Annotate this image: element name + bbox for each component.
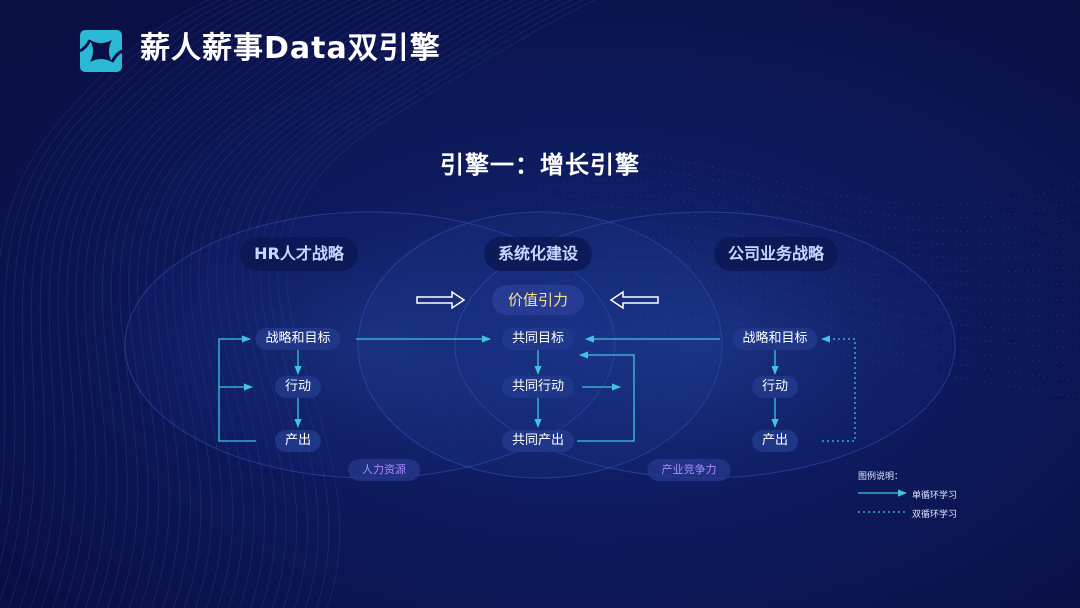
wave-line xyxy=(7,0,257,608)
brand-logo-icon xyxy=(79,30,123,72)
hollow-arrow-left xyxy=(609,290,659,310)
wave-line xyxy=(73,0,327,608)
center-feedback-loop xyxy=(577,351,635,442)
dotted-wave-line xyxy=(539,152,1080,206)
wave-line xyxy=(154,0,421,608)
center-node-output: 共同产出 xyxy=(501,430,575,452)
wave-line xyxy=(216,0,503,608)
dotted-wave-line xyxy=(539,234,1080,287)
right-section-title: 公司业务战略 xyxy=(713,237,839,271)
left-feedback-loop xyxy=(218,335,256,442)
wave-line xyxy=(62,0,315,608)
background-dotted-lines xyxy=(539,152,1080,398)
engine-subtitle: 引擎一：增长引擎 xyxy=(440,151,640,179)
legend-title: 图例说明： xyxy=(858,472,904,482)
right-node-strategy: 战略和目标 xyxy=(732,328,818,350)
wave-line xyxy=(128,0,386,608)
wave-line xyxy=(51,0,304,608)
wave-line xyxy=(172,0,444,608)
wave-line xyxy=(18,0,268,608)
wave-line xyxy=(163,0,432,608)
left-section-title: HR人才战略 xyxy=(240,237,358,271)
core-value-pill: 价值引力 xyxy=(491,285,585,315)
wave-line xyxy=(0,0,222,509)
left-tag-hr: 人力资源 xyxy=(348,459,420,481)
wave-line xyxy=(198,0,479,608)
center-section-title: 系统化建设 xyxy=(483,237,593,271)
right-node-output: 产出 xyxy=(751,430,799,452)
wave-line xyxy=(84,0,339,608)
wave-line xyxy=(106,0,362,608)
wave-line xyxy=(29,0,280,608)
center-node-action: 共同行动 xyxy=(501,376,575,398)
wave-line xyxy=(189,0,467,608)
legend-double-loop-label: 双循环学习 xyxy=(912,510,958,520)
dotted-wave-line xyxy=(539,179,1080,232)
legend-single-loop-label: 单循环学习 xyxy=(912,491,958,501)
wave-line xyxy=(0,0,210,260)
center-node-goal: 共同目标 xyxy=(501,328,575,350)
dotted-wave-line xyxy=(539,275,1080,332)
right-node-action: 行动 xyxy=(751,376,799,398)
wave-line xyxy=(95,0,350,608)
right-double-loop xyxy=(821,335,856,442)
dotted-wave-line xyxy=(539,207,1080,259)
wave-line xyxy=(0,0,245,603)
wave-line xyxy=(117,0,374,608)
wave-line xyxy=(145,0,409,608)
dotted-wave-line xyxy=(539,220,1080,273)
wave-line xyxy=(181,0,456,608)
left-node-output: 产出 xyxy=(274,430,322,452)
page-title: 薪人薪事Data双引擎 xyxy=(140,31,441,66)
left-node-strategy: 战略和目标 xyxy=(255,328,341,350)
hollow-arrow-right xyxy=(416,290,466,310)
wave-line xyxy=(0,0,233,566)
left-node-action: 行动 xyxy=(274,376,322,398)
right-tag-competitiveness: 产业竞争力 xyxy=(647,459,731,481)
wave-line xyxy=(207,0,491,608)
wave-line xyxy=(137,0,397,608)
dotted-wave-line xyxy=(539,165,1080,219)
dotted-wave-line xyxy=(539,248,1080,301)
wave-line xyxy=(40,0,292,608)
dotted-wave-line xyxy=(539,193,1080,246)
dotted-wave-line xyxy=(539,261,1080,317)
